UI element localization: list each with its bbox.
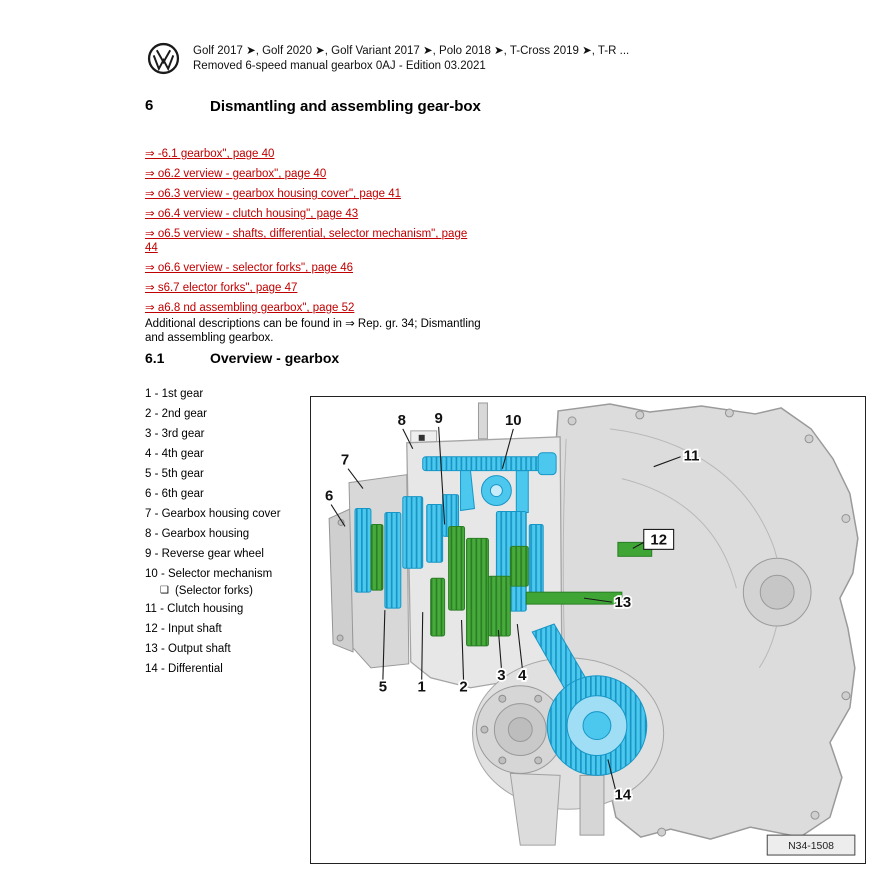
toc-link-6-3[interactable]: ⇒ o6.3 verview - gearbox housing cover",… <box>145 188 402 200</box>
header-text: Golf 2017 ➤, Golf 2020 ➤, Golf Variant 2… <box>193 42 629 75</box>
square-bullet-icon: ❑ <box>160 585 169 596</box>
legend-subitem-selector-forks: ❑ (Selector forks) <box>145 584 315 599</box>
toc-link-6-7[interactable]: ⇒ s6.7 elector forks", page 47 <box>145 282 298 294</box>
callout-12: 12 <box>650 531 667 548</box>
legend-list: 1 - 1st gear 2 - 2nd gear 3 - 3rd gear 4… <box>145 384 315 679</box>
legend-item-11: 11 - Clutch housing <box>145 603 244 615</box>
callout-7: 7 <box>341 452 349 469</box>
callout-12-box <box>643 528 675 550</box>
gearbox-diagram: 1 2 3 4 5 6 7 8 9 10 11 12 13 14 N34-150… <box>323 402 859 856</box>
toc-link-6-6[interactable]: ⇒ o6.6 verview - selector forks", page 4… <box>145 262 354 274</box>
legend-item-12: 12 - Input shaft <box>145 623 222 635</box>
section-number: 6 <box>145 97 154 114</box>
header-models-line: Golf 2017 ➤, Golf 2020 ➤, Golf Variant 2… <box>193 45 630 57</box>
callout-14: 14 <box>615 786 632 803</box>
subsection-heading: 6.1 Overview - gearbox <box>145 350 339 366</box>
section-title: Dismantling and assembling gear-box <box>210 98 481 115</box>
callout-3: 3 <box>497 667 505 684</box>
legend-item-7: 7 - Gearbox housing cover <box>145 508 281 520</box>
callout-13: 13 <box>615 594 632 611</box>
selector-mechanism-shape <box>422 452 557 514</box>
callout-5: 5 <box>379 679 387 696</box>
callout-10: 10 <box>505 412 522 429</box>
legend-item-10: 10 - Selector mechanism <box>145 568 273 580</box>
callout-6: 6 <box>325 488 333 505</box>
callout-numbers: 1 2 3 4 5 6 7 8 9 10 11 12 13 14 <box>323 408 701 805</box>
callout-11: 11 <box>684 448 700 465</box>
toc-link-6-5[interactable]: ⇒ o6.5 verview - shafts, differential, s… <box>145 228 468 254</box>
legend-item-4: 4 - 4th gear <box>145 448 204 460</box>
section-heading: 6 Dismantling and assembling gear-box <box>145 97 482 116</box>
legend-item-8: 8 - Gearbox housing <box>145 528 250 540</box>
toc-link-6-4[interactable]: ⇒ o6.4 verview - clutch housing", page 4… <box>145 208 359 220</box>
toc-link-6-1[interactable]: ⇒ -6.1 gearbox", page 40 <box>145 148 275 160</box>
differential-shape <box>471 623 665 846</box>
toc-link-6-8[interactable]: ⇒ a6.8 nd assembling gearbox", page 52 <box>145 302 355 314</box>
legend-item-13: 13 - Output shaft <box>145 643 231 655</box>
gearbox-overview-figure: 1 2 3 4 5 6 7 8 9 10 11 12 13 14 N34-150… <box>310 396 866 864</box>
toc-link-6-2[interactable]: ⇒ o6.2 verview - gearbox", page 40 <box>145 168 327 180</box>
callout-9: 9 <box>434 410 442 427</box>
callout-4: 4 <box>518 667 527 684</box>
legend-item-14: 14 - Differential <box>145 663 223 675</box>
toc-links: ⇒ -6.1 gearbox", page 40 ⇒ o6.2 verview … <box>145 147 483 321</box>
vw-logo-icon <box>147 42 180 75</box>
legend-item-2: 2 - 2nd gear <box>145 408 208 420</box>
legend-item-6: 6 - 6th gear <box>145 488 204 500</box>
figure-ref-label: N34-1508 <box>766 834 856 856</box>
note-text: Additional descriptions can be found in … <box>145 318 481 344</box>
legend-item-1: 1 - 1st gear <box>145 388 204 400</box>
legend-item-3: 3 - 3rd gear <box>145 428 205 440</box>
subsection-number: 6.1 <box>145 350 165 366</box>
figure-ref-text: N34-1508 <box>788 841 834 852</box>
callout-2: 2 <box>459 679 467 696</box>
gear-cluster-green <box>370 523 653 647</box>
legend-subitem-label: (Selector forks) <box>174 585 253 597</box>
subsection-title: Overview - gearbox <box>210 350 340 366</box>
legend-item-5: 5 - 5th gear <box>145 468 204 480</box>
header-edition-line: Removed 6-speed manual gearbox 0AJ - Edi… <box>193 60 486 72</box>
output-shaft-shape <box>525 591 623 605</box>
callout-1: 1 <box>418 679 426 696</box>
doc-header: Golf 2017 ➤, Golf 2020 ➤, Golf Variant 2… <box>147 42 629 75</box>
callout-8: 8 <box>398 412 406 429</box>
callout-leader-lines <box>330 426 681 792</box>
legend-item-9: 9 - Reverse gear wheel <box>145 548 264 560</box>
